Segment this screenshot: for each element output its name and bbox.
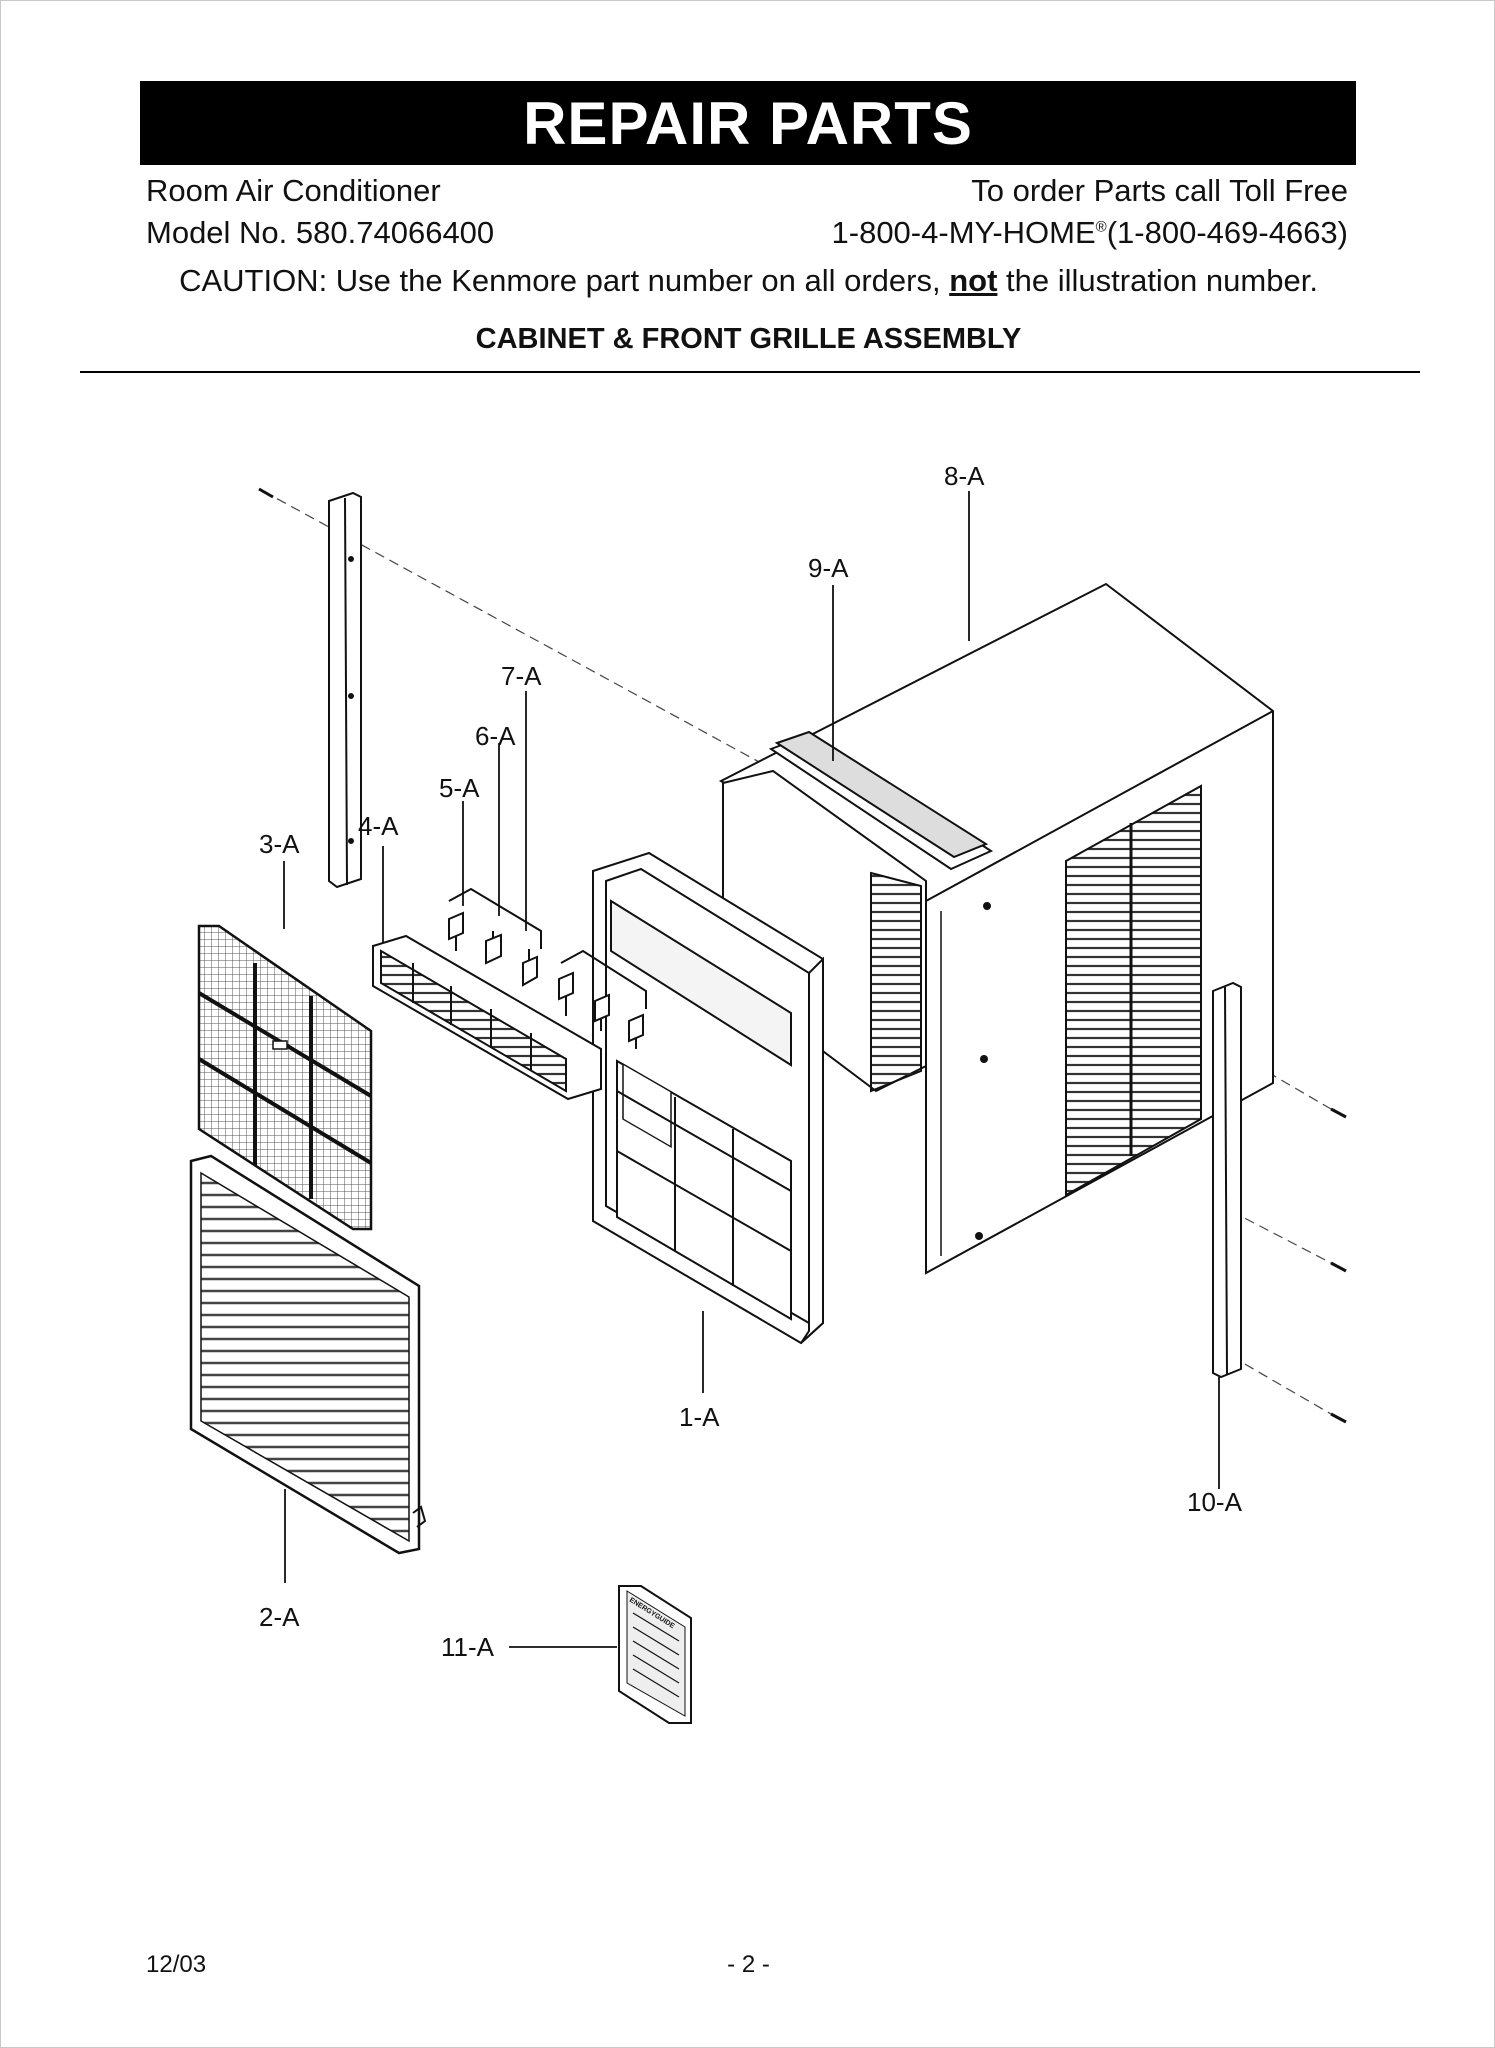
- page-title: REPAIR PARTS: [140, 81, 1356, 165]
- caution-text-post: the illustration number.: [997, 263, 1318, 298]
- part-1a-front-frame: [592, 851, 824, 1345]
- callout-8a: 8-A: [944, 461, 985, 491]
- callout-labels: 8-A 9-A 7-A 6-A 5-A 3-A 4-A 1-A 10-A 2-A…: [259, 461, 1243, 1662]
- callout-4a: 4-A: [358, 811, 399, 841]
- part-2a-front-grille: [189, 1154, 427, 1555]
- callout-9a: 9-A: [808, 553, 849, 583]
- order-instructions: To order Parts call Toll Free: [971, 173, 1348, 208]
- footer-page-number: - 2 -: [727, 1951, 770, 1978]
- part-5a-6a-7a-brackets: [448, 887, 647, 1049]
- part-10a-right-rail: [1212, 981, 1242, 1379]
- footer-date: 12/03: [146, 1951, 207, 1978]
- model-number: Model No. 580.74066400: [146, 215, 495, 250]
- callout-2a: 2-A: [259, 1602, 300, 1632]
- phone-prefix: 1-800-4-MY-HOME: [831, 215, 1096, 250]
- callout-11a: 11-A: [441, 1632, 495, 1662]
- caution-emphasis: not: [949, 263, 998, 298]
- callout-1a: 1-A: [679, 1402, 720, 1432]
- callout-3a: 3-A: [259, 829, 300, 859]
- callout-6a: 6-A: [475, 721, 516, 751]
- product-name: Room Air Conditioner: [146, 173, 441, 208]
- part-11a-energy-guide-label: ENERGYGUIDE: [618, 1585, 692, 1724]
- callout-5a: 5-A: [439, 773, 480, 803]
- part-4a-louver-assembly: [372, 934, 602, 1101]
- phone-suffix: (1-800-469-4663): [1106, 215, 1348, 250]
- caution-text-pre: CAUTION: Use the Kenmore part number on …: [179, 263, 950, 298]
- part-9a-seal-strip: [768, 730, 994, 871]
- screw-icon: [258, 487, 274, 499]
- screw-icon: [1330, 1107, 1347, 1424]
- callout-10a: 10-A: [1187, 1487, 1243, 1517]
- caution-note: CAUTION: Use the Kenmore part number on …: [1, 263, 1494, 299]
- section-title: CABINET & FRONT GRILLE ASSEMBLY: [475, 323, 1022, 355]
- callout-7a: 7-A: [501, 661, 542, 691]
- part-3a-left-rail: [328, 491, 362, 889]
- registered-mark: ®: [1095, 218, 1107, 236]
- header-divider: [80, 371, 1420, 373]
- phone-number: 1-800-4-MY-HOME®(1-800-469-4663): [832, 215, 1348, 251]
- part-3a-air-filter: [197, 924, 373, 1231]
